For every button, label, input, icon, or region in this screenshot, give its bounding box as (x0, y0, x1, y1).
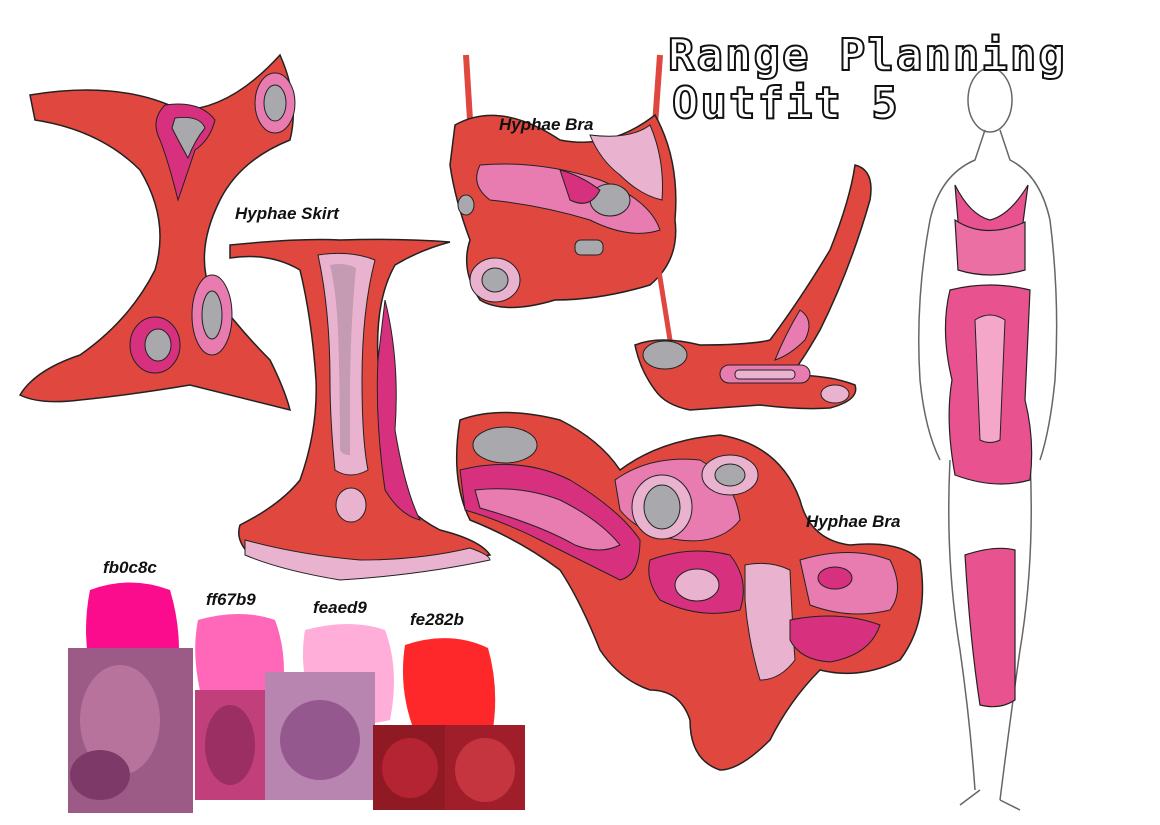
hex-label-1: fb0c8c (103, 558, 157, 577)
fabric-swatches (68, 648, 525, 813)
label-hyphae-skirt: Hyphae Skirt (235, 204, 339, 223)
fashion-figure-sketch (918, 67, 1058, 811)
page-title-line-1: Range Planning (667, 29, 1067, 82)
hex-label-3: feaed9 (313, 598, 367, 617)
swatch-fe282b (402, 638, 496, 740)
hex-label-2: ff67b9 (206, 590, 256, 609)
label-hyphae-bra-top: Hyphae Bra (499, 115, 594, 134)
label-hyphae-bra-bottom: Hyphae Bra (806, 512, 901, 531)
skirt-pattern-piece-center (229, 238, 492, 581)
bra-pattern-piece-strap (634, 164, 872, 411)
fashion-figure-outfit (944, 184, 1033, 708)
hex-label-4: fe282b (410, 610, 464, 629)
swatch-ff67b9 (195, 614, 284, 715)
bra-pattern-piece-bottom (455, 411, 924, 771)
bra-pattern-piece-top (449, 54, 677, 309)
page-title-line-2: Outfit 5 (671, 77, 900, 130)
skirt-pattern-piece-left (18, 53, 296, 412)
